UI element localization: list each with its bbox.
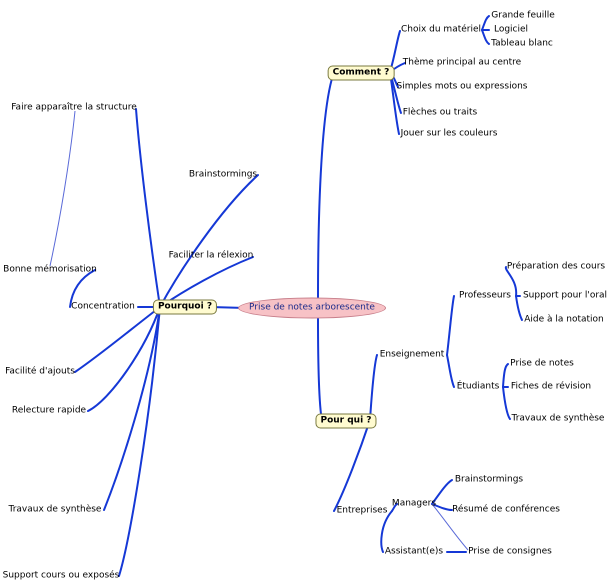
node-simples-mots[interactable]: Simples mots ou expressions bbox=[396, 81, 528, 92]
link-managers-prise bbox=[431, 503, 469, 551]
edge-pourquoi-brainstorm bbox=[159, 174, 259, 308]
node-choix-materiel[interactable]: Choix du matériel bbox=[400, 24, 482, 35]
node-faciliter-reflexion[interactable]: Faciliter la rélexion bbox=[168, 250, 254, 261]
edge-pourquoi-support bbox=[118, 306, 161, 577]
node-preparation-cours[interactable]: Préparation des cours bbox=[506, 261, 606, 272]
edge-enseignement-prof bbox=[446, 295, 455, 356]
node-entreprises[interactable]: Entreprises bbox=[336, 505, 388, 516]
edge-enseignement-etu bbox=[446, 354, 455, 388]
edge-managers-resume bbox=[431, 503, 453, 511]
edge-etu-prise bbox=[502, 363, 509, 388]
node-concentration[interactable]: Concentration bbox=[71, 301, 135, 312]
node-support-cours[interactable]: Support cours ou exposés bbox=[2, 570, 120, 581]
node-prise-notes[interactable]: Prise de notes bbox=[510, 358, 574, 369]
edge-pourquoi-relecture bbox=[87, 306, 161, 412]
node-etudiants[interactable]: Étudiants bbox=[456, 381, 500, 392]
node-tableau-blanc[interactable]: Tableau blanc bbox=[491, 38, 553, 49]
edge-prof-aide bbox=[515, 295, 523, 321]
node-fiches-revision[interactable]: Fiches de révision bbox=[510, 381, 592, 392]
edge-entreprises-assistants bbox=[380, 510, 393, 553]
node-travaux-synthese-right[interactable]: Travaux de synthèse bbox=[511, 413, 605, 424]
node-brainstormings-right[interactable]: Brainstormings bbox=[454, 474, 524, 485]
node-couleurs[interactable]: Jouer sur les couleurs bbox=[400, 128, 498, 139]
node-assistants[interactable]: Assistant(e)s bbox=[384, 546, 444, 557]
node-fleches[interactable]: Flèches ou traits bbox=[402, 107, 478, 118]
edge-concentration-bonne bbox=[69, 269, 96, 308]
node-professeurs[interactable]: Professeurs bbox=[459, 290, 511, 301]
edge-center-pourqui bbox=[317, 317, 323, 422]
edge-choix-tableau bbox=[481, 29, 490, 45]
edge-prof-prep bbox=[504, 266, 518, 297]
center-node[interactable]: Prise de notes arborescente bbox=[238, 297, 386, 319]
node-support-oral[interactable]: Support pour l'oral bbox=[522, 290, 608, 301]
node-logiciel[interactable]: Logiciel bbox=[493, 24, 529, 35]
node-relecture-rapide[interactable]: Relecture rapide bbox=[11, 405, 87, 416]
link-faire-bonne bbox=[49, 110, 76, 267]
node-resume-conferences[interactable]: Résumé de conférences bbox=[452, 504, 560, 515]
node-managers[interactable]: Managers bbox=[391, 498, 437, 509]
edge-pourquoi-faire bbox=[135, 108, 161, 308]
edge-pourquoi-travaux bbox=[103, 306, 161, 511]
branch-comment[interactable]: Comment ? bbox=[327, 65, 395, 81]
edge-choix-grande bbox=[481, 15, 490, 31]
branch-pourquoi[interactable]: Pourquoi ? bbox=[152, 299, 218, 315]
node-brainstormings-left[interactable]: Brainstormings bbox=[188, 169, 258, 180]
node-faire-apparaitre[interactable]: Faire apparaître la structure bbox=[11, 102, 137, 113]
edge-pourquoi-facilite bbox=[74, 306, 161, 373]
node-theme-principal[interactable]: Thème principal au centre bbox=[402, 57, 522, 68]
node-enseignement[interactable]: Enseignement bbox=[379, 349, 445, 360]
edge-managers-brainstorm bbox=[431, 479, 453, 505]
edge-pourqui-entreprises bbox=[333, 419, 371, 512]
edge-pourqui-enseignement bbox=[369, 354, 378, 421]
node-facilite-ajouts[interactable]: Facilité d'ajouts bbox=[5, 366, 75, 377]
node-travaux-synthese-left[interactable]: Travaux de synthèse bbox=[8, 504, 102, 515]
node-prise-consignes[interactable]: Prise de consignes bbox=[468, 546, 552, 557]
edge-center-comment bbox=[317, 74, 334, 299]
node-aide-notation[interactable]: Aide à la notation bbox=[524, 314, 604, 325]
node-grande-feuille[interactable]: Grande feuille bbox=[491, 10, 555, 21]
branch-pour-qui[interactable]: Pour qui ? bbox=[315, 413, 377, 429]
edge-etu-travaux bbox=[502, 386, 511, 420]
node-bonne-memorisation[interactable]: Bonne mémorisation bbox=[3, 264, 97, 275]
